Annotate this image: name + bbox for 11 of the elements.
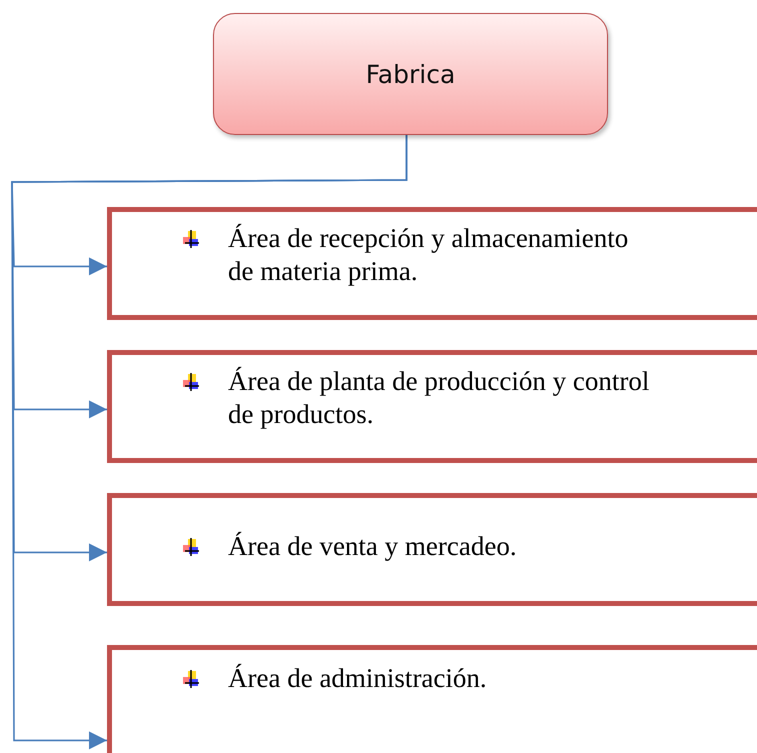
area-box: [107, 350, 757, 463]
area-label: Área de recepción y almacenamiento de materia prima.: [228, 222, 630, 288]
connector-arrow: [11, 135, 408, 750]
area-box: [107, 645, 757, 753]
area-label: Área de venta y mercadeo.: [228, 530, 518, 563]
title-text: Fabrica: [366, 60, 456, 88]
area-label: Área de planta de producción y control de productos.: [228, 365, 650, 431]
area-box: [107, 493, 757, 606]
rounded-box: [213, 13, 608, 135]
area-label: Área de administración.: [228, 662, 488, 695]
area-box: [107, 207, 757, 320]
